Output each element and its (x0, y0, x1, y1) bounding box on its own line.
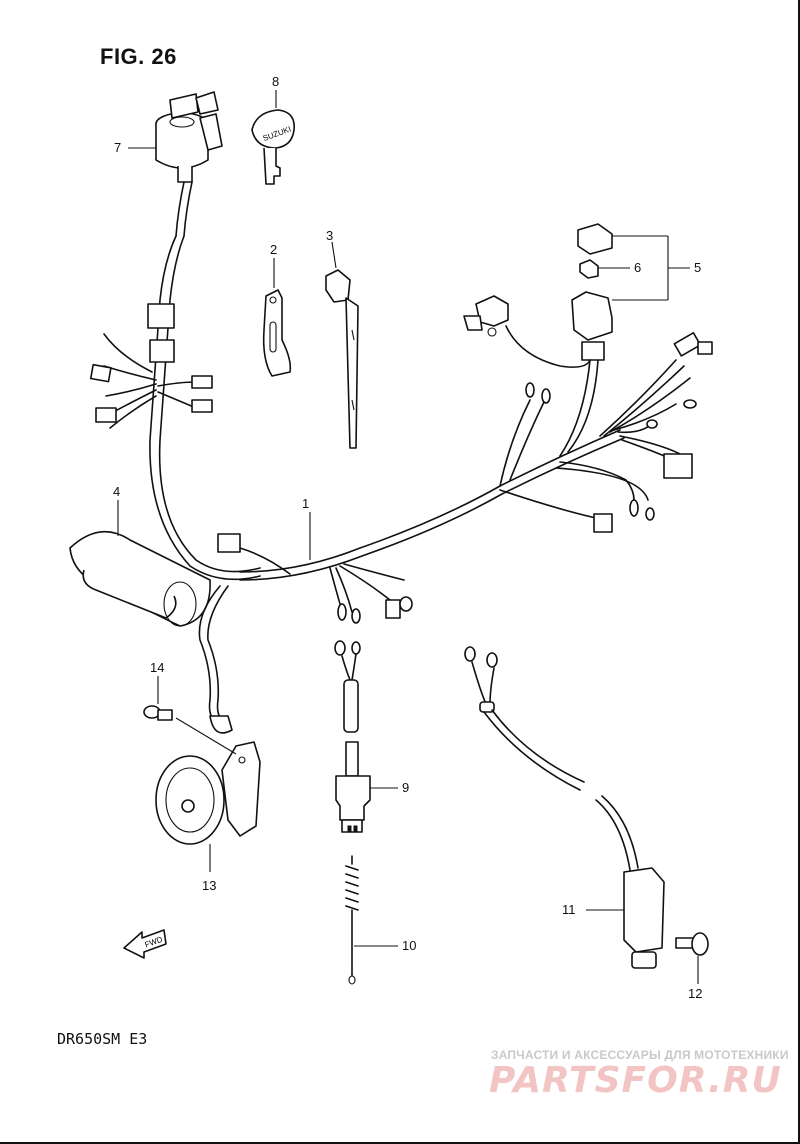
main-wiring-harness-part (89, 235, 713, 734)
ignition-switch-part (155, 91, 223, 237)
figure-title: FIG. 26 (100, 44, 177, 69)
callout-12: 12 (688, 986, 703, 1001)
clamp-part (262, 289, 292, 377)
callout-7: 7 (114, 140, 122, 155)
callout-1: 1 (302, 496, 310, 511)
callout-13: 13 (202, 878, 217, 893)
model-code: DR650SM E3 (57, 1030, 148, 1048)
cable-tie-part (325, 269, 359, 449)
watermark-tagline: ЗАПЧАСТИ И АКСЕССУАРЫ ДЛЯ МОТОТЕХНИКИ (491, 1048, 789, 1062)
callout-6: 6 (634, 260, 642, 275)
callout-9: 9 (402, 780, 410, 795)
forward-direction-arrow: FWD (123, 929, 167, 959)
callout-8: 8 (272, 74, 280, 89)
switch-part (334, 640, 371, 833)
callout-4: 4 (113, 484, 121, 499)
callout-10: 10 (402, 938, 417, 953)
key-part: SUZUKI (251, 109, 295, 185)
callout-2: 2 (270, 242, 278, 257)
relay-assembly-part (463, 223, 613, 341)
callout-14: 14 (150, 660, 165, 675)
callout-11: 11 (562, 902, 576, 917)
horn-part (155, 717, 261, 845)
side-switch-part (464, 646, 665, 969)
callout-3: 3 (326, 228, 334, 243)
leader-3 (331, 241, 337, 269)
watermark-logo: PARTSFOR.RU (489, 1060, 782, 1101)
harness-cover-part (69, 530, 211, 627)
screw-part (675, 932, 709, 956)
horn-bolt-part (143, 705, 173, 721)
spring-rod-part (345, 855, 359, 985)
callout-5: 5 (694, 260, 702, 275)
